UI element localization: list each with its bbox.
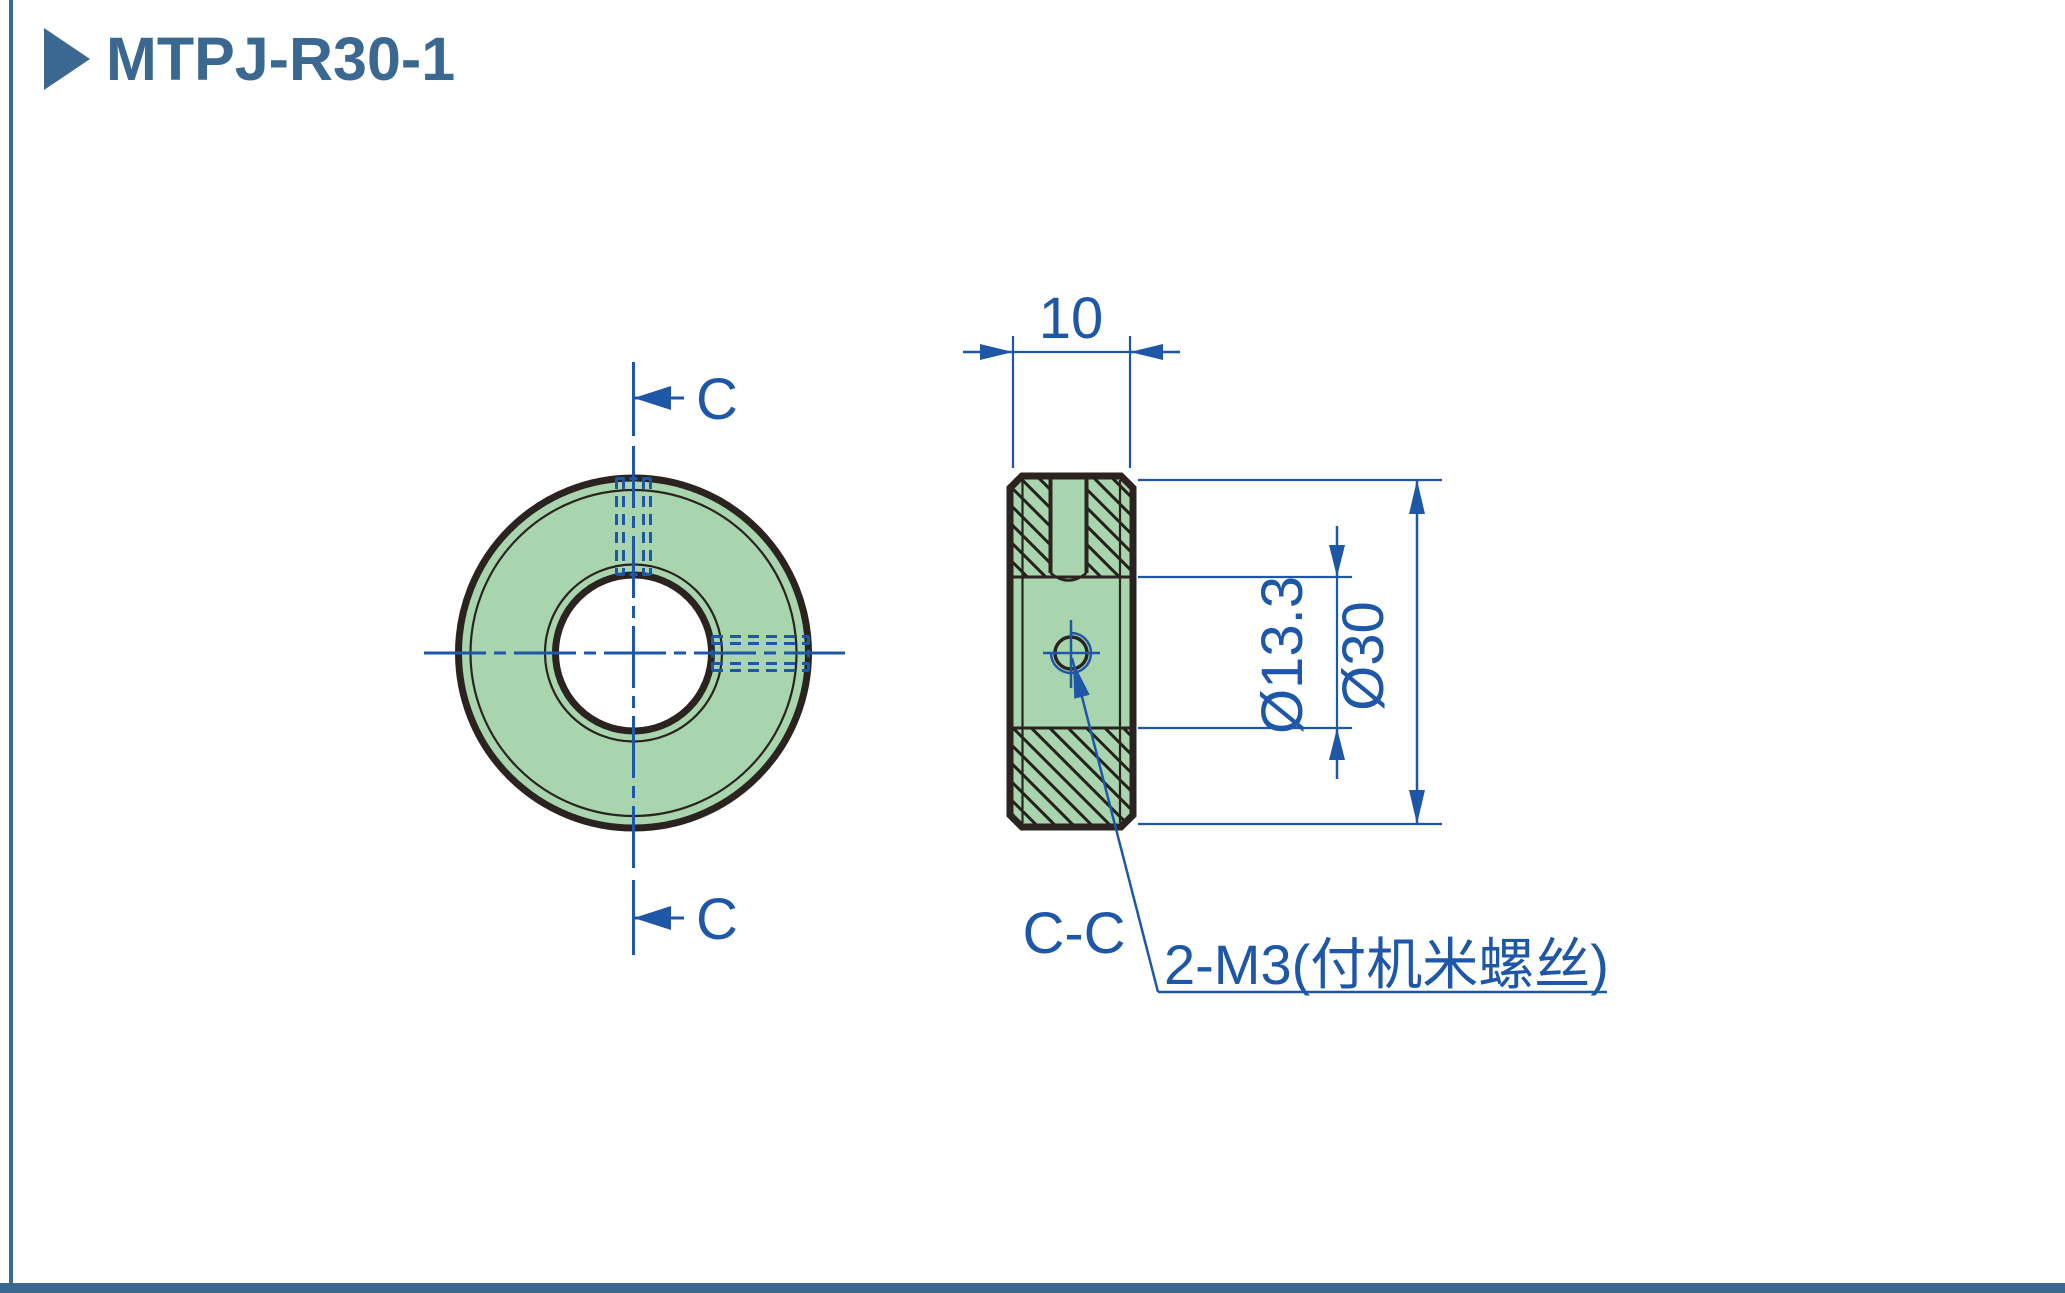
section-cut-arrow-icon bbox=[634, 386, 671, 410]
hatch-region-top-left bbox=[1013, 479, 1050, 577]
page-bottom-border bbox=[0, 1283, 2065, 1293]
hidden-hole-right bbox=[711, 635, 810, 672]
dim-outer-diameter-value: Ø30 bbox=[1331, 601, 1396, 711]
section-cut-label-top: C bbox=[696, 367, 738, 432]
thread-arc bbox=[1049, 631, 1093, 675]
dim-bore-diameter: Ø13.3 bbox=[1138, 526, 1352, 779]
leader-arrow-icon bbox=[1073, 662, 1090, 699]
front-view: C C bbox=[424, 362, 845, 955]
page-left-border bbox=[9, 0, 13, 1293]
dim-width-value: 10 bbox=[1039, 286, 1104, 351]
section-cut-arrow-icon bbox=[634, 906, 671, 930]
dim-arrow-icon bbox=[1329, 728, 1345, 760]
dim-arrow-icon bbox=[1409, 790, 1425, 824]
set-screw-callout-leader bbox=[1070, 657, 1607, 994]
hatch-region-top-right bbox=[1087, 479, 1130, 577]
set-screw-hole bbox=[1043, 620, 1100, 688]
front-centerlines bbox=[424, 362, 845, 955]
section-view-label: C-C bbox=[1022, 901, 1125, 966]
dim-bore-diameter-value: Ø13.3 bbox=[1250, 576, 1315, 734]
section-cut-label-bottom: C bbox=[696, 887, 738, 952]
section-view: C-C 2-M3(付机米螺丝) bbox=[1006, 472, 1609, 996]
hatch-region-bottom bbox=[1013, 728, 1130, 824]
title-block: MTPJ-R30-1 bbox=[44, 28, 455, 90]
section-marker-top: C bbox=[634, 367, 738, 432]
dim-arrow-icon bbox=[980, 344, 1013, 360]
dim-arrow-icon bbox=[1409, 480, 1425, 514]
set-screw-slot bbox=[1048, 477, 1089, 582]
dim-arrow-icon bbox=[1130, 344, 1163, 360]
dim-outer-diameter: Ø30 bbox=[1138, 478, 1442, 826]
dimensions: 10 Ø13.3 Ø30 bbox=[963, 286, 1442, 826]
hidden-hole-top bbox=[615, 477, 652, 576]
dim-arrow-icon bbox=[1329, 545, 1345, 577]
page-title: MTPJ-R30-1 bbox=[106, 25, 456, 93]
dim-width: 10 bbox=[963, 286, 1180, 468]
section-marker-bottom: C bbox=[634, 887, 738, 952]
set-screw-callout: 2-M3(付机米螺丝) bbox=[1164, 933, 1609, 996]
